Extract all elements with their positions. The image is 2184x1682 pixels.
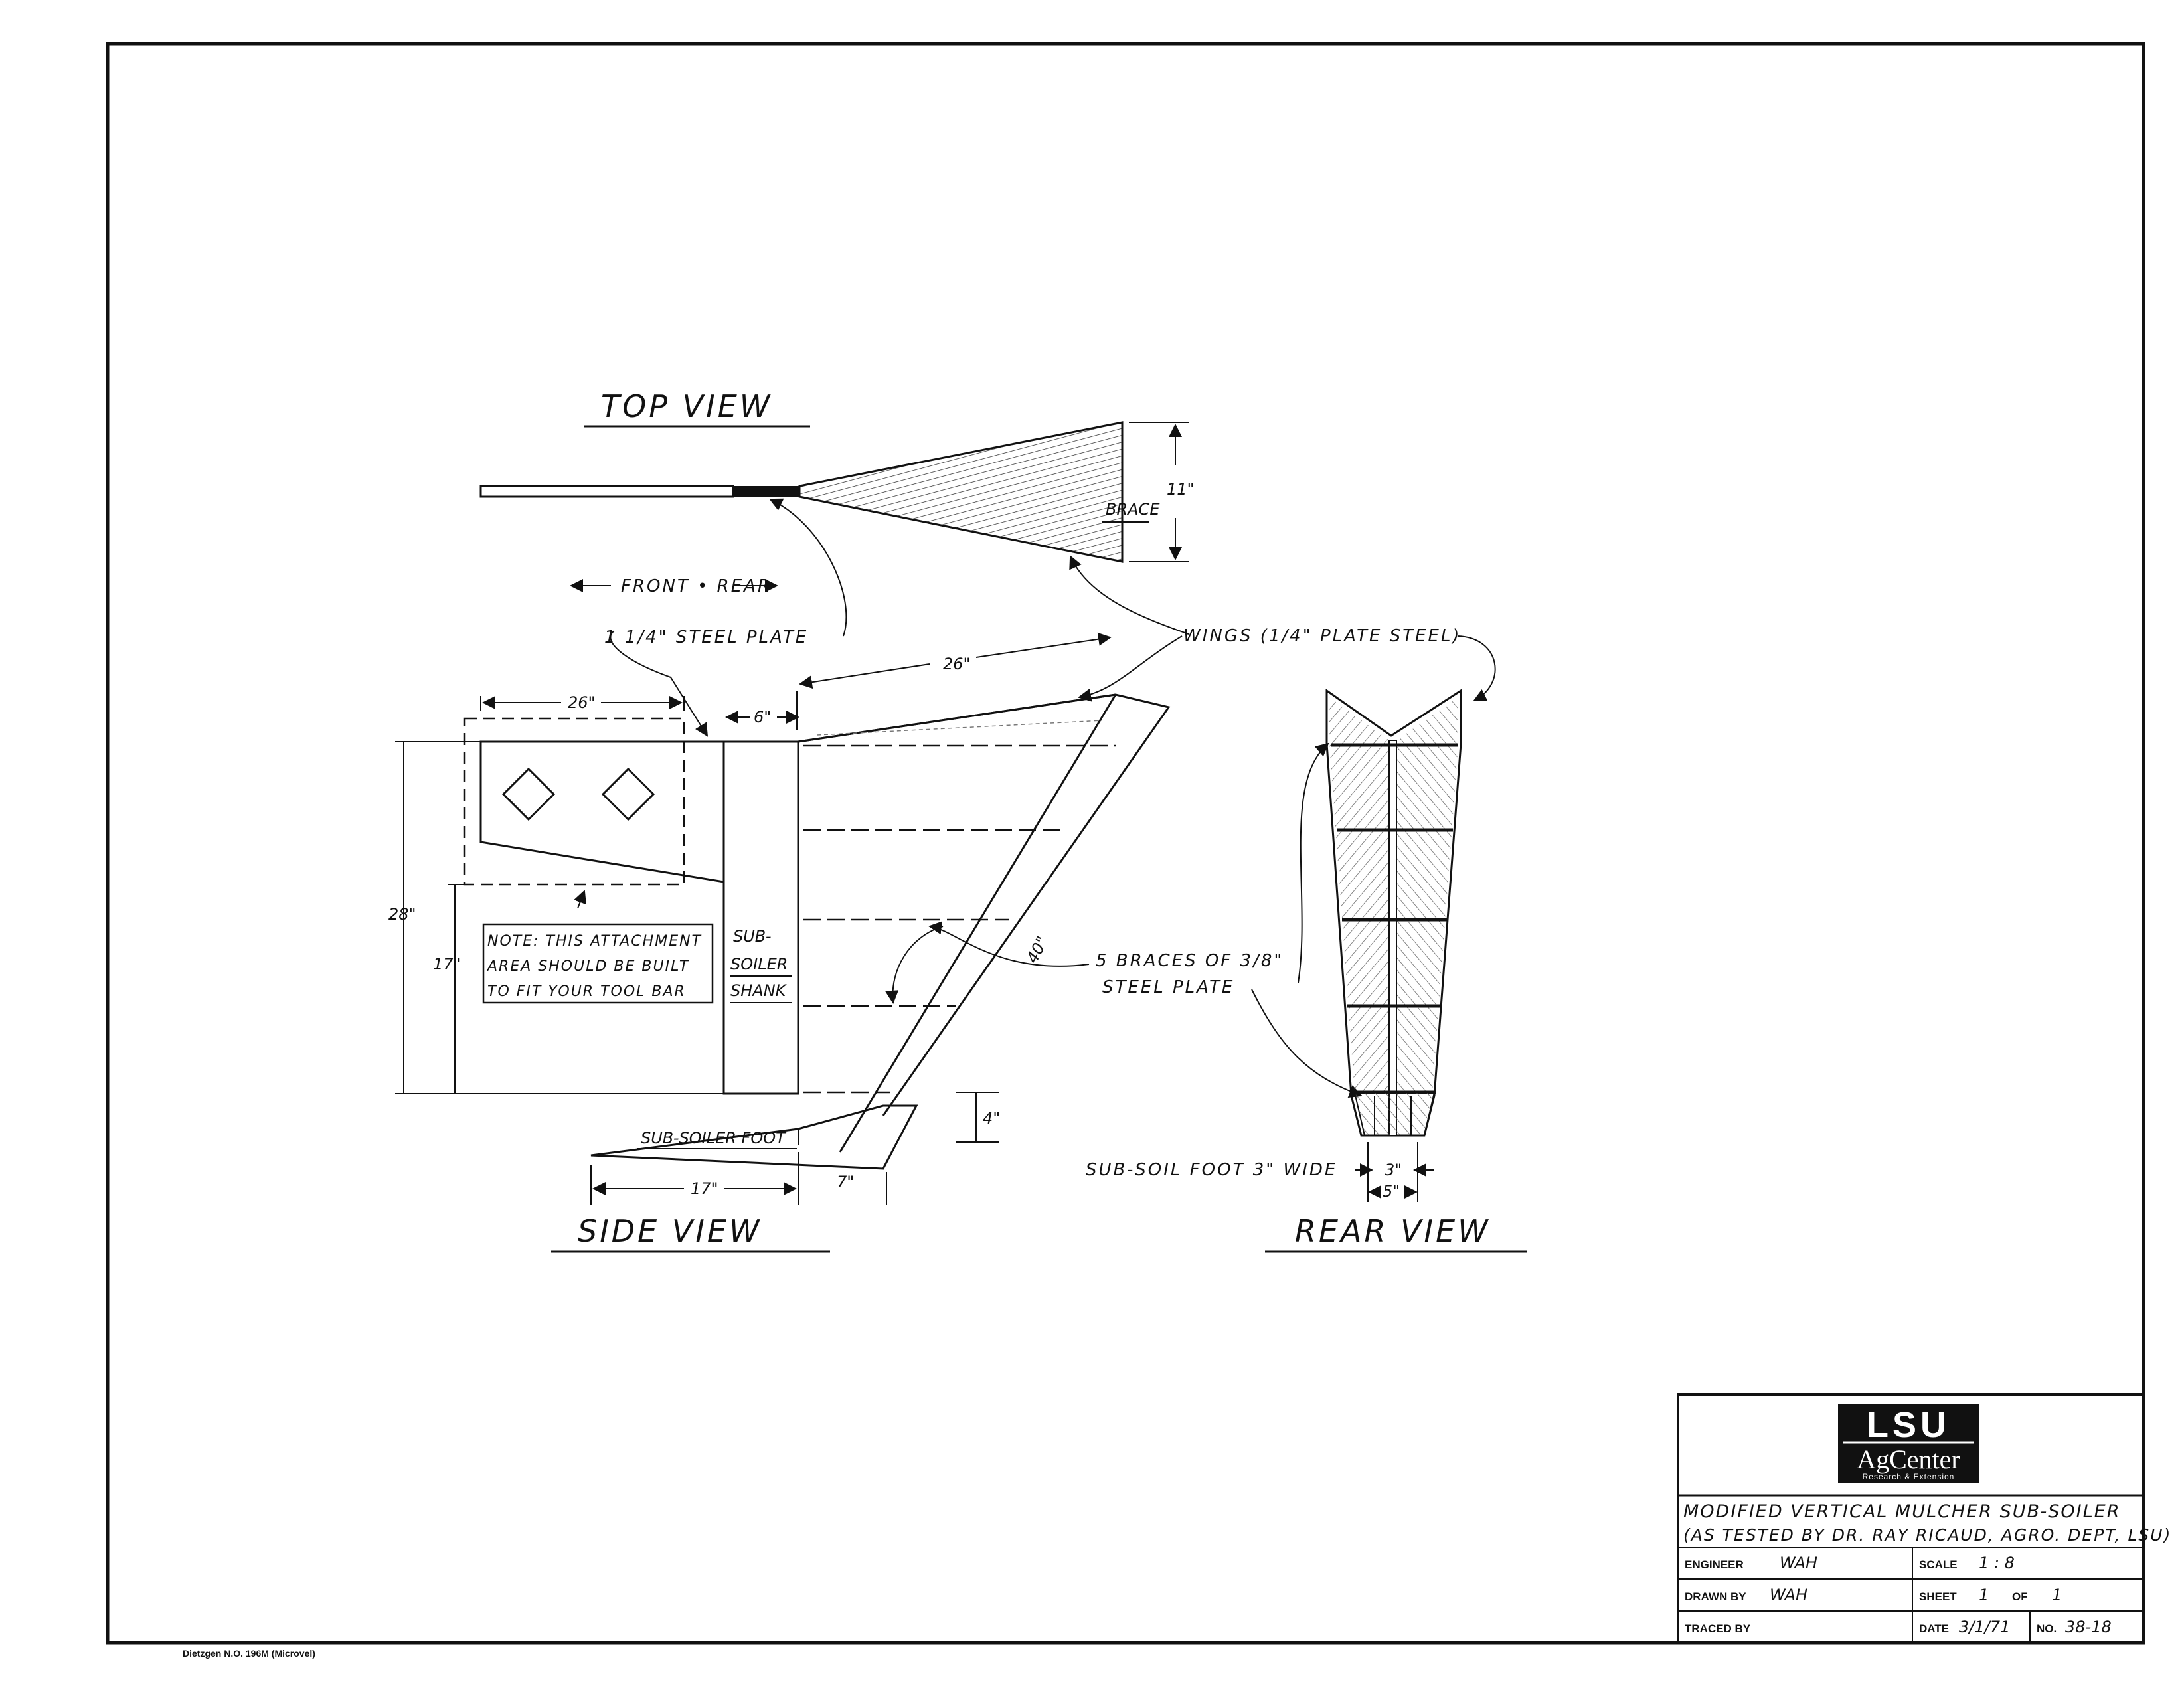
top-view-title: TOP VIEW bbox=[601, 388, 772, 424]
wing-length-dim: 26" bbox=[943, 655, 971, 673]
scale-label: SCALE bbox=[1919, 1558, 1958, 1571]
shank-width-dim: 6" bbox=[754, 708, 771, 726]
height-attach-dim: 17" bbox=[433, 955, 461, 973]
top-steel-plate-section bbox=[733, 486, 799, 497]
drawn-by-value: WAH bbox=[1770, 1586, 1807, 1604]
braces-label-2: STEEL PLATE bbox=[1102, 977, 1234, 997]
logo-subtitle: Research & Extension bbox=[1863, 1472, 1955, 1481]
lsu-agcenter-logo: LSU AgCenter Research & Extension bbox=[1838, 1404, 1979, 1483]
engineer-value: WAH bbox=[1780, 1554, 1817, 1572]
foot-rear-dim: 7" bbox=[837, 1173, 854, 1191]
top-view: TOP VIEW BRACE 11" FRONT • REAR bbox=[479, 388, 1195, 637]
date-label: DATE bbox=[1919, 1622, 1949, 1635]
of-label: OF bbox=[2012, 1590, 2028, 1603]
shank-label-1: SUB- bbox=[733, 927, 772, 946]
rear-inner-dim: 3" bbox=[1385, 1161, 1402, 1179]
logo-lsu: LSU bbox=[1867, 1405, 1950, 1445]
attachment-plate bbox=[479, 740, 725, 883]
sub-soiler-shank bbox=[722, 740, 799, 1095]
wings-label: WINGS (1/4" PLATE STEEL) bbox=[1183, 626, 1461, 646]
braces-label-1: 5 BRACES OF 3/8" bbox=[1096, 951, 1284, 971]
drawing-number-value: 38-18 bbox=[2065, 1618, 2112, 1636]
scale-value: 1 : 8 bbox=[1979, 1554, 2015, 1572]
note-box bbox=[482, 923, 714, 1004]
shank-label-3: SHANK bbox=[730, 981, 788, 1000]
bolt-hole-2 bbox=[601, 767, 655, 821]
sheet-value: 1 bbox=[1979, 1586, 1989, 1604]
title-block: LSU AgCenter Research & Extension MODIFI… bbox=[1677, 1393, 2171, 1644]
drawing-title-1: MODIFIED VERTICAL MULCHER SUB-SOILER bbox=[1683, 1501, 2121, 1522]
sheet-label: SHEET bbox=[1919, 1590, 1957, 1603]
height-total-dim: 28" bbox=[388, 905, 416, 924]
attachment-area-outline bbox=[463, 717, 685, 886]
paper-stock-footer: Dietzgen N.O. 196M (Microvel) bbox=[183, 1648, 315, 1659]
diagonal-dim: 40" bbox=[1023, 933, 1052, 966]
sheet-border bbox=[106, 42, 2145, 1645]
drawn-by-label: DRAWN BY bbox=[1685, 1590, 1746, 1603]
engineer-label: ENGINEER bbox=[1685, 1558, 1744, 1571]
top-wings bbox=[798, 421, 1124, 563]
callouts: WINGS (1/4" PLATE STEEL) 5 BRACES OF 3/8… bbox=[885, 626, 1496, 1098]
top-width-dim: 11" bbox=[1167, 480, 1195, 499]
foot-height-dim: 4" bbox=[983, 1109, 1000, 1128]
rear-outer-dim: 5" bbox=[1383, 1182, 1400, 1201]
note-line-2: AREA SHOULD BE BUILT bbox=[486, 958, 689, 975]
brace-label: BRACE bbox=[1106, 500, 1160, 519]
foot-label: SUB-SOILER FOOT bbox=[641, 1129, 787, 1147]
rear-view-title: REAR VIEW bbox=[1295, 1213, 1491, 1249]
side-view-title: SIDE VIEW bbox=[578, 1213, 762, 1249]
sub-soil-foot-label: SUB-SOIL FOOT 3" WIDE bbox=[1086, 1160, 1337, 1180]
side-view: 1 1/4" STEEL PLATE 26" 6" 26" SUB- SOILE… bbox=[388, 628, 1171, 1253]
date-value: 3/1/71 bbox=[1959, 1618, 2010, 1636]
bolt-hole-1 bbox=[501, 767, 556, 821]
top-shank-plate bbox=[479, 485, 734, 498]
note-line-1: NOTE: THIS ATTACHMENT bbox=[487, 933, 702, 950]
drawing-title-2: (AS TESTED BY DR. RAY RICAUD, AGRO. DEPT… bbox=[1683, 1525, 2171, 1545]
attach-width-dim: 26" bbox=[568, 693, 596, 712]
rear-view: SUB-SOIL FOOT 3" WIDE 3" 5" REAR VIEW bbox=[1086, 689, 1527, 1253]
sub-soiler-foot bbox=[590, 1104, 918, 1170]
traced-by-label: TRACED BY bbox=[1685, 1622, 1751, 1635]
of-value: 1 bbox=[2052, 1586, 2062, 1604]
shank-label-2: SOILER bbox=[730, 955, 788, 973]
foot-front-dim: 17" bbox=[691, 1179, 718, 1198]
side-wing bbox=[798, 693, 1171, 1116]
steel-plate-label: 1 1/4" STEEL PLATE bbox=[604, 628, 808, 647]
logo-agcenter: AgCenter bbox=[1857, 1444, 1960, 1474]
drawing-number-label: NO. bbox=[2037, 1622, 2057, 1635]
note-line-3: TO FIT YOUR TOOL BAR bbox=[487, 983, 686, 1000]
